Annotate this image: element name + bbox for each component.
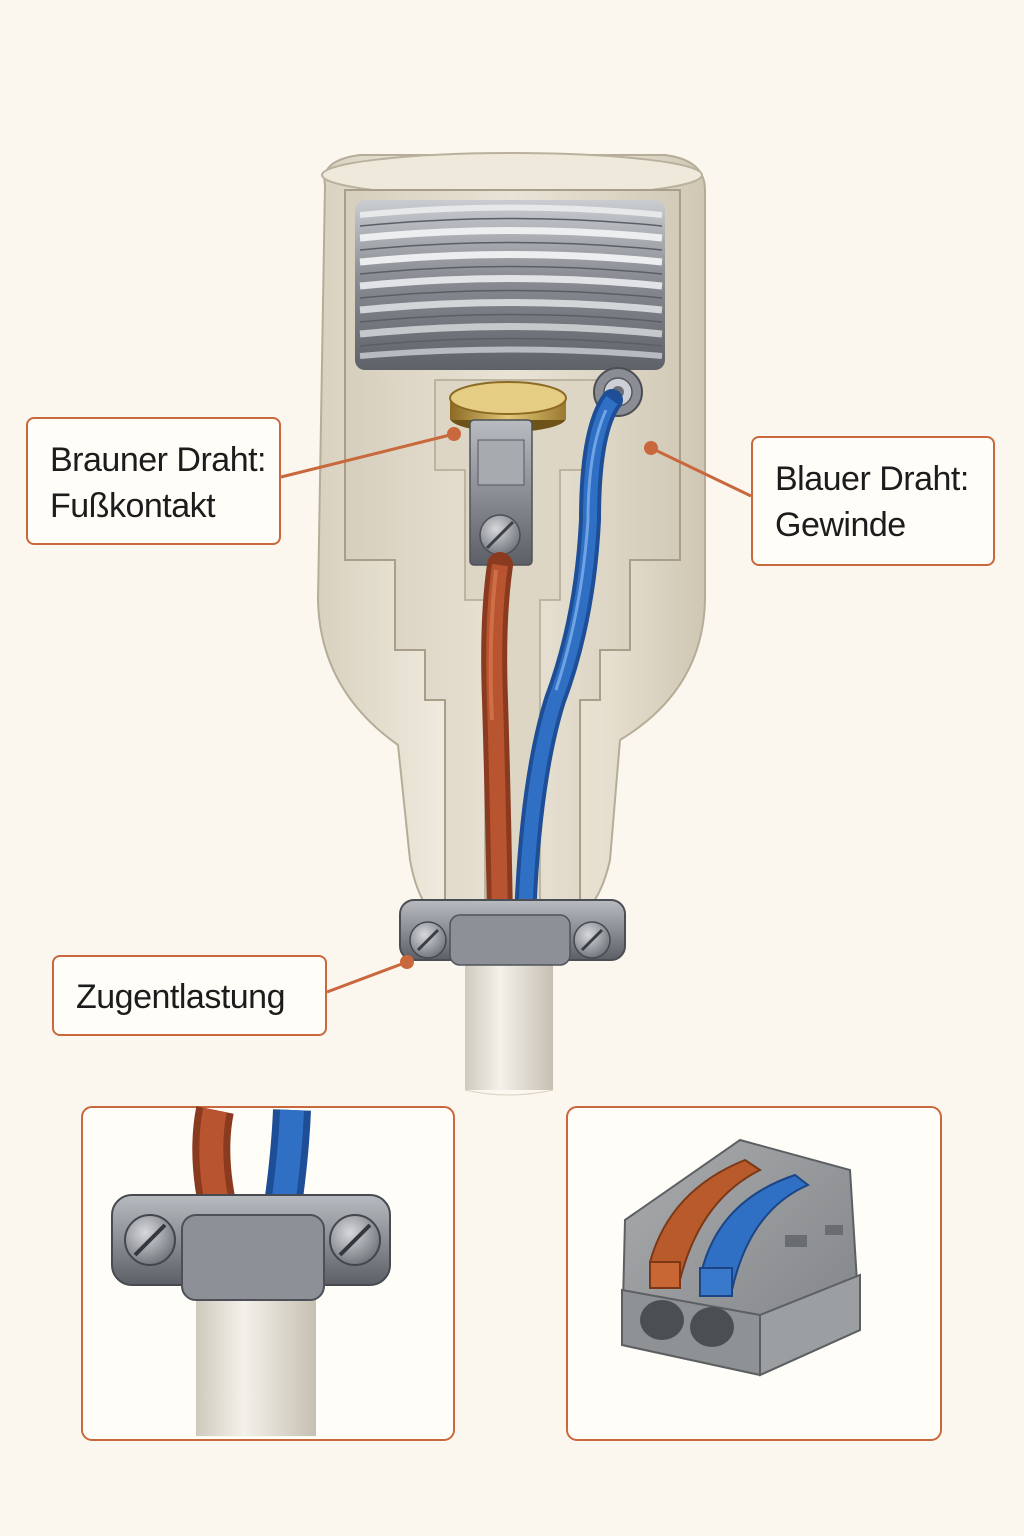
label-strain-relief-text: Zugentlastung [76, 978, 286, 1016]
label-blue-wire-line1: Blauer Draht: [775, 460, 969, 498]
label-brown-wire-line2: Fußkontakt [50, 487, 216, 525]
label-strain-relief: Zugentlastung [52, 955, 327, 1036]
label-brown-wire: Brauner Draht: Fußkontakt [26, 417, 281, 545]
label-blue-wire-line2: Gewinde [775, 506, 906, 544]
inset-lever-connector [566, 1106, 942, 1441]
thread-shell [355, 200, 665, 370]
label-blue-wire: Blauer Draht: Gewinde [751, 436, 995, 566]
inset-clamp-detail [81, 1106, 455, 1441]
strain-relief-clamp [399, 899, 626, 966]
label-brown-wire-line1: Brauner Draht: [50, 441, 267, 479]
leader-line-brown-wire [280, 432, 455, 479]
foot-contact [449, 381, 567, 566]
leader-line-strain-relief [326, 960, 408, 994]
lamp-socket-illustration [316, 152, 706, 1096]
leader-lines [280, 427, 752, 994]
leader-line-blue-wire [650, 446, 752, 498]
